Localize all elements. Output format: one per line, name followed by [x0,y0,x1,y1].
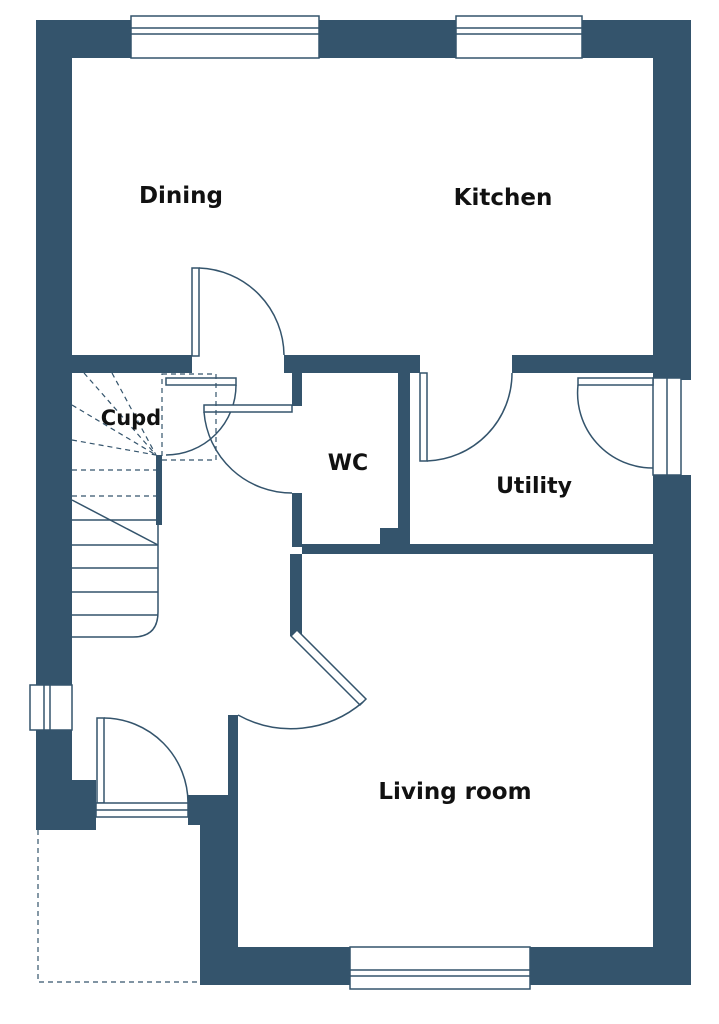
outer-walls [36,20,691,985]
wall-dining-cupd [72,355,192,373]
room-label-living: Living room [378,779,531,805]
wall-wc-notch [380,528,410,547]
door-cupd [165,377,237,456]
wall-living-left-lower [228,715,238,805]
wall-left-upper [36,20,72,685]
doors [95,267,654,818]
window-hall-side [29,684,73,731]
cupboard-dashed [71,372,217,497]
wall-wc-left-top [292,370,302,406]
wall-wc-left-bottom [292,493,302,547]
porch-outline [37,830,200,983]
wall-living-left [290,554,302,636]
door-living [237,628,368,730]
wall-mid-horizontal [284,355,420,373]
wall-right-upper [653,20,691,380]
internal-walls [72,355,653,805]
room-label-kitchen: Kitchen [454,185,553,211]
door-dining [191,267,285,357]
room-label-utility: Utility [496,474,572,499]
door-wc [203,404,293,494]
room-label-wc: WC [328,451,368,476]
door-utility-external [576,377,654,469]
wall-porch-side [200,795,238,985]
window-living [349,946,531,990]
window-kitchen [455,15,583,59]
door-front [95,717,189,818]
wall-right-lower [653,475,691,985]
wall-stair-post [156,455,162,525]
room-label-dining: Dining [139,183,223,209]
windows [29,15,682,990]
door-kitchen-utility [419,372,513,462]
wall-utility-living [302,544,653,554]
window-dining [130,15,320,59]
staircase [71,455,159,638]
utility-back-door-frame [652,377,682,476]
wall-left-corner [36,780,96,830]
wall-kitchen-utility [512,355,653,373]
wall-wc-right [398,370,410,547]
room-label-cupd: Cupd [101,406,161,430]
